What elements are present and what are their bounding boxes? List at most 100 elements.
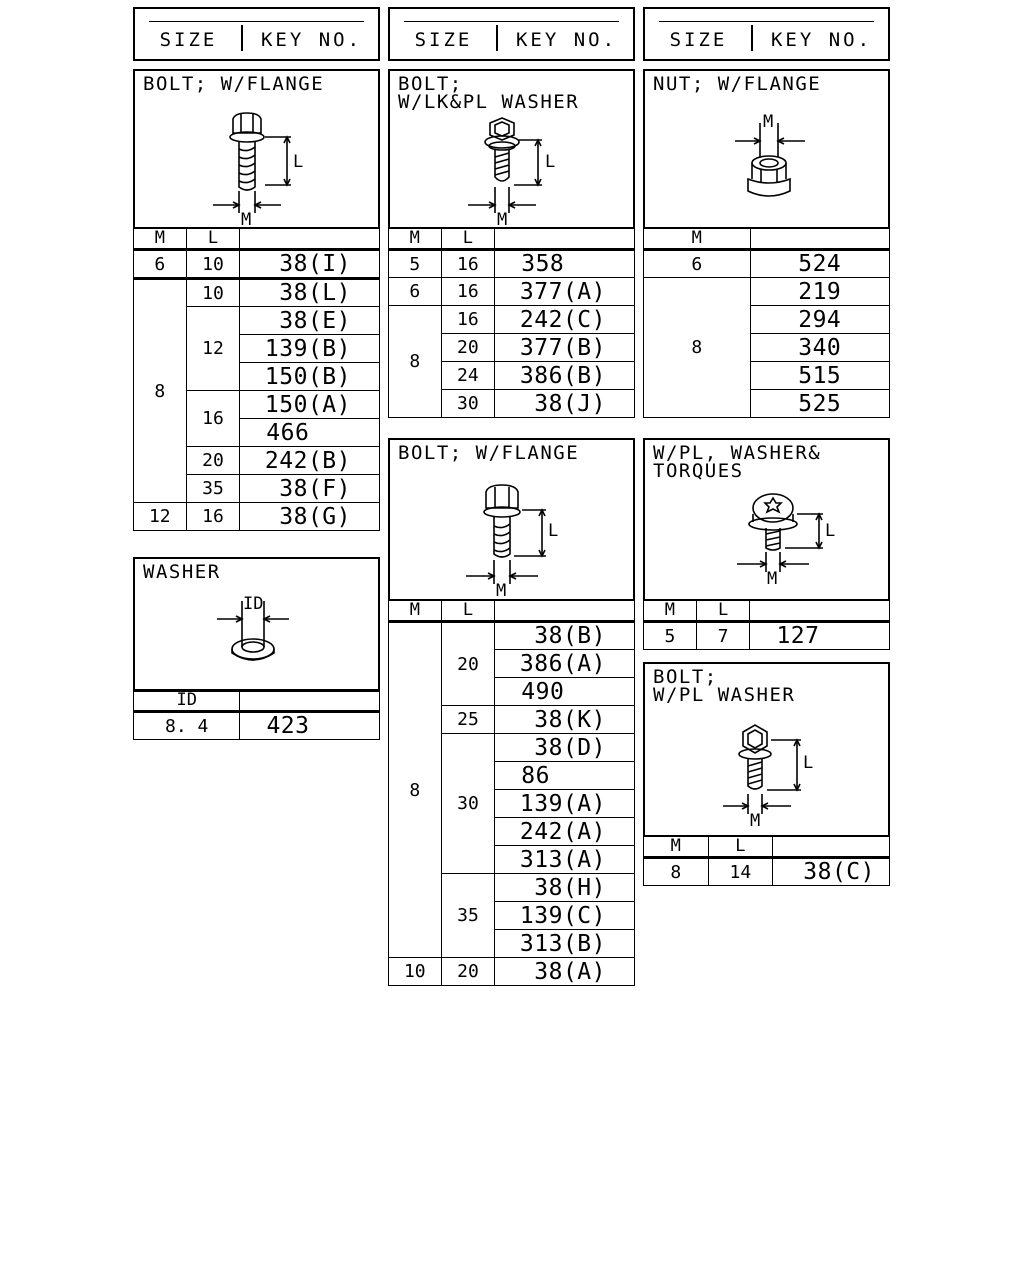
cell-key: 86 — [494, 761, 635, 790]
cell-key: 38(B) — [494, 620, 635, 650]
table-row: 150(B) — [134, 362, 380, 391]
cell-key: 242(B) — [239, 446, 380, 475]
cell-m: 5 — [388, 248, 442, 278]
nut-flange-table: M 6 524 8 219 294 340 515 525 — [643, 227, 890, 418]
dim-m-label: M — [750, 811, 760, 828]
cell-key: 423 — [239, 710, 380, 740]
cell-l: 30 — [440, 389, 496, 418]
cell-m: 6 — [643, 248, 751, 278]
cell-l: 10 — [185, 248, 241, 279]
cell-key: 294 — [749, 305, 890, 334]
col-m: M — [643, 599, 697, 622]
cell-key: 466 — [239, 418, 380, 447]
table-row: 24 386(B) — [389, 361, 635, 390]
table-row: 5 7 127 — [643, 620, 890, 650]
part-title: BOLT; W/LK&PL WASHER — [398, 73, 580, 113]
part-title: W/PL, WASHER& TORQUES — [653, 442, 822, 482]
table-row: 8 16 242(C) — [388, 305, 635, 418]
torques-screw-table: M L 5 7 127 — [643, 599, 890, 650]
col-m: M — [643, 227, 751, 250]
bolt-flange-panel-2: BOLT; W/FLANGE L M — [388, 438, 635, 601]
size-header: SIZE — [669, 29, 728, 51]
plain-washer-bolt-illustration: L M — [723, 724, 813, 828]
cell-key: 150(B) — [239, 362, 380, 391]
size-header: SIZE — [414, 29, 473, 51]
size-header: SIZE — [159, 29, 218, 51]
washer-table: ID 8. 4 423 — [132, 689, 380, 740]
cell-key: 38(H) — [494, 873, 635, 902]
dim-m-label: M — [763, 113, 773, 132]
cell-l: 16 — [185, 390, 241, 447]
key-no-header: KEY NO. — [515, 29, 618, 51]
col-key — [772, 835, 890, 858]
table-row: 8 219 — [643, 277, 890, 418]
cell-key: 38(G) — [239, 502, 380, 531]
dim-l-label: L — [545, 152, 555, 172]
table-header-row: M L — [133, 227, 380, 250]
washer-panel: WASHER ID — [133, 557, 380, 692]
cell-m: 8 — [133, 277, 187, 503]
col-m: M — [133, 227, 187, 250]
table-row: 8 10 38(L) — [133, 277, 380, 503]
cell-m: 6 — [388, 277, 442, 306]
cell-l: 24 — [440, 361, 496, 390]
table-row: 6 10 38(I) — [133, 248, 380, 279]
cell-l: 25 — [440, 705, 496, 734]
dim-m-label: M — [767, 569, 777, 589]
bolt-flange-panel: BOLT; W/FLANGE L M — [133, 69, 380, 229]
cell-key: 139(C) — [494, 901, 635, 930]
table-row: 20 377(B) — [389, 333, 635, 362]
col-key — [494, 599, 635, 622]
dim-m-label: M — [496, 581, 506, 600]
cell-key: 313(B) — [494, 929, 635, 958]
torques-screw-panel: W/PL, WASHER& TORQUES L M — [643, 438, 890, 601]
key-no-header: KEY NO. — [770, 29, 873, 51]
dim-l-label: L — [825, 521, 835, 541]
part-title: BOLT; W/FLANGE — [398, 442, 580, 464]
table-row: 30 38(J) — [389, 389, 635, 418]
flange-bolt-illustration: L M — [213, 112, 303, 227]
table-row: 466 — [134, 418, 380, 447]
header-divider — [751, 25, 753, 51]
cell-key: 139(A) — [494, 789, 635, 818]
dim-m-label: M — [241, 210, 251, 227]
table-row: 20 242(B) — [134, 446, 380, 475]
cell-key: 150(A) — [239, 390, 380, 419]
cell-key: 38(A) — [494, 957, 635, 986]
cell-key: 524 — [749, 248, 890, 278]
table-row: 525 — [644, 389, 890, 418]
flange-bolt-illustration: L M — [466, 484, 558, 600]
cell-l: 20 — [440, 620, 496, 706]
table-row: 25 38(K) — [389, 705, 635, 734]
col-id: ID — [132, 689, 241, 712]
col-l: L — [440, 599, 496, 622]
cell-m: 10 — [388, 957, 442, 986]
cell-key: 127 — [749, 620, 890, 650]
cell-key: 38(K) — [494, 705, 635, 734]
cell-m: 6 — [133, 248, 187, 279]
cell-key: 386(A) — [494, 649, 635, 678]
table-row: 340 — [644, 333, 890, 362]
table-row: 35 38(F) — [134, 474, 380, 503]
cell-key: 515 — [749, 361, 890, 390]
header-divider — [496, 25, 498, 51]
table-row: 139(C) — [389, 901, 635, 930]
part-title: NUT; W/FLANGE — [653, 73, 822, 95]
cell-key: 38(J) — [494, 389, 635, 418]
table-row: 242(A) — [389, 817, 635, 846]
part-title: WASHER — [143, 561, 221, 583]
col-key — [749, 227, 890, 250]
dim-l-label: L — [803, 753, 813, 773]
cell-key: 340 — [749, 333, 890, 362]
cell-key: 139(B) — [239, 334, 380, 363]
flange-nut-illustration: M — [735, 113, 805, 197]
cell-m: 8 — [388, 305, 442, 418]
cell-l: 30 — [440, 733, 496, 874]
cell-key: 38(C) — [772, 856, 890, 886]
dim-m-label: M — [497, 210, 507, 227]
cell-m: 8 — [643, 277, 751, 418]
key-no-header: KEY NO. — [260, 29, 363, 51]
part-title: BOLT; W/PL WASHER — [653, 666, 796, 706]
cell-key: 525 — [749, 389, 890, 418]
col-key — [239, 227, 380, 250]
